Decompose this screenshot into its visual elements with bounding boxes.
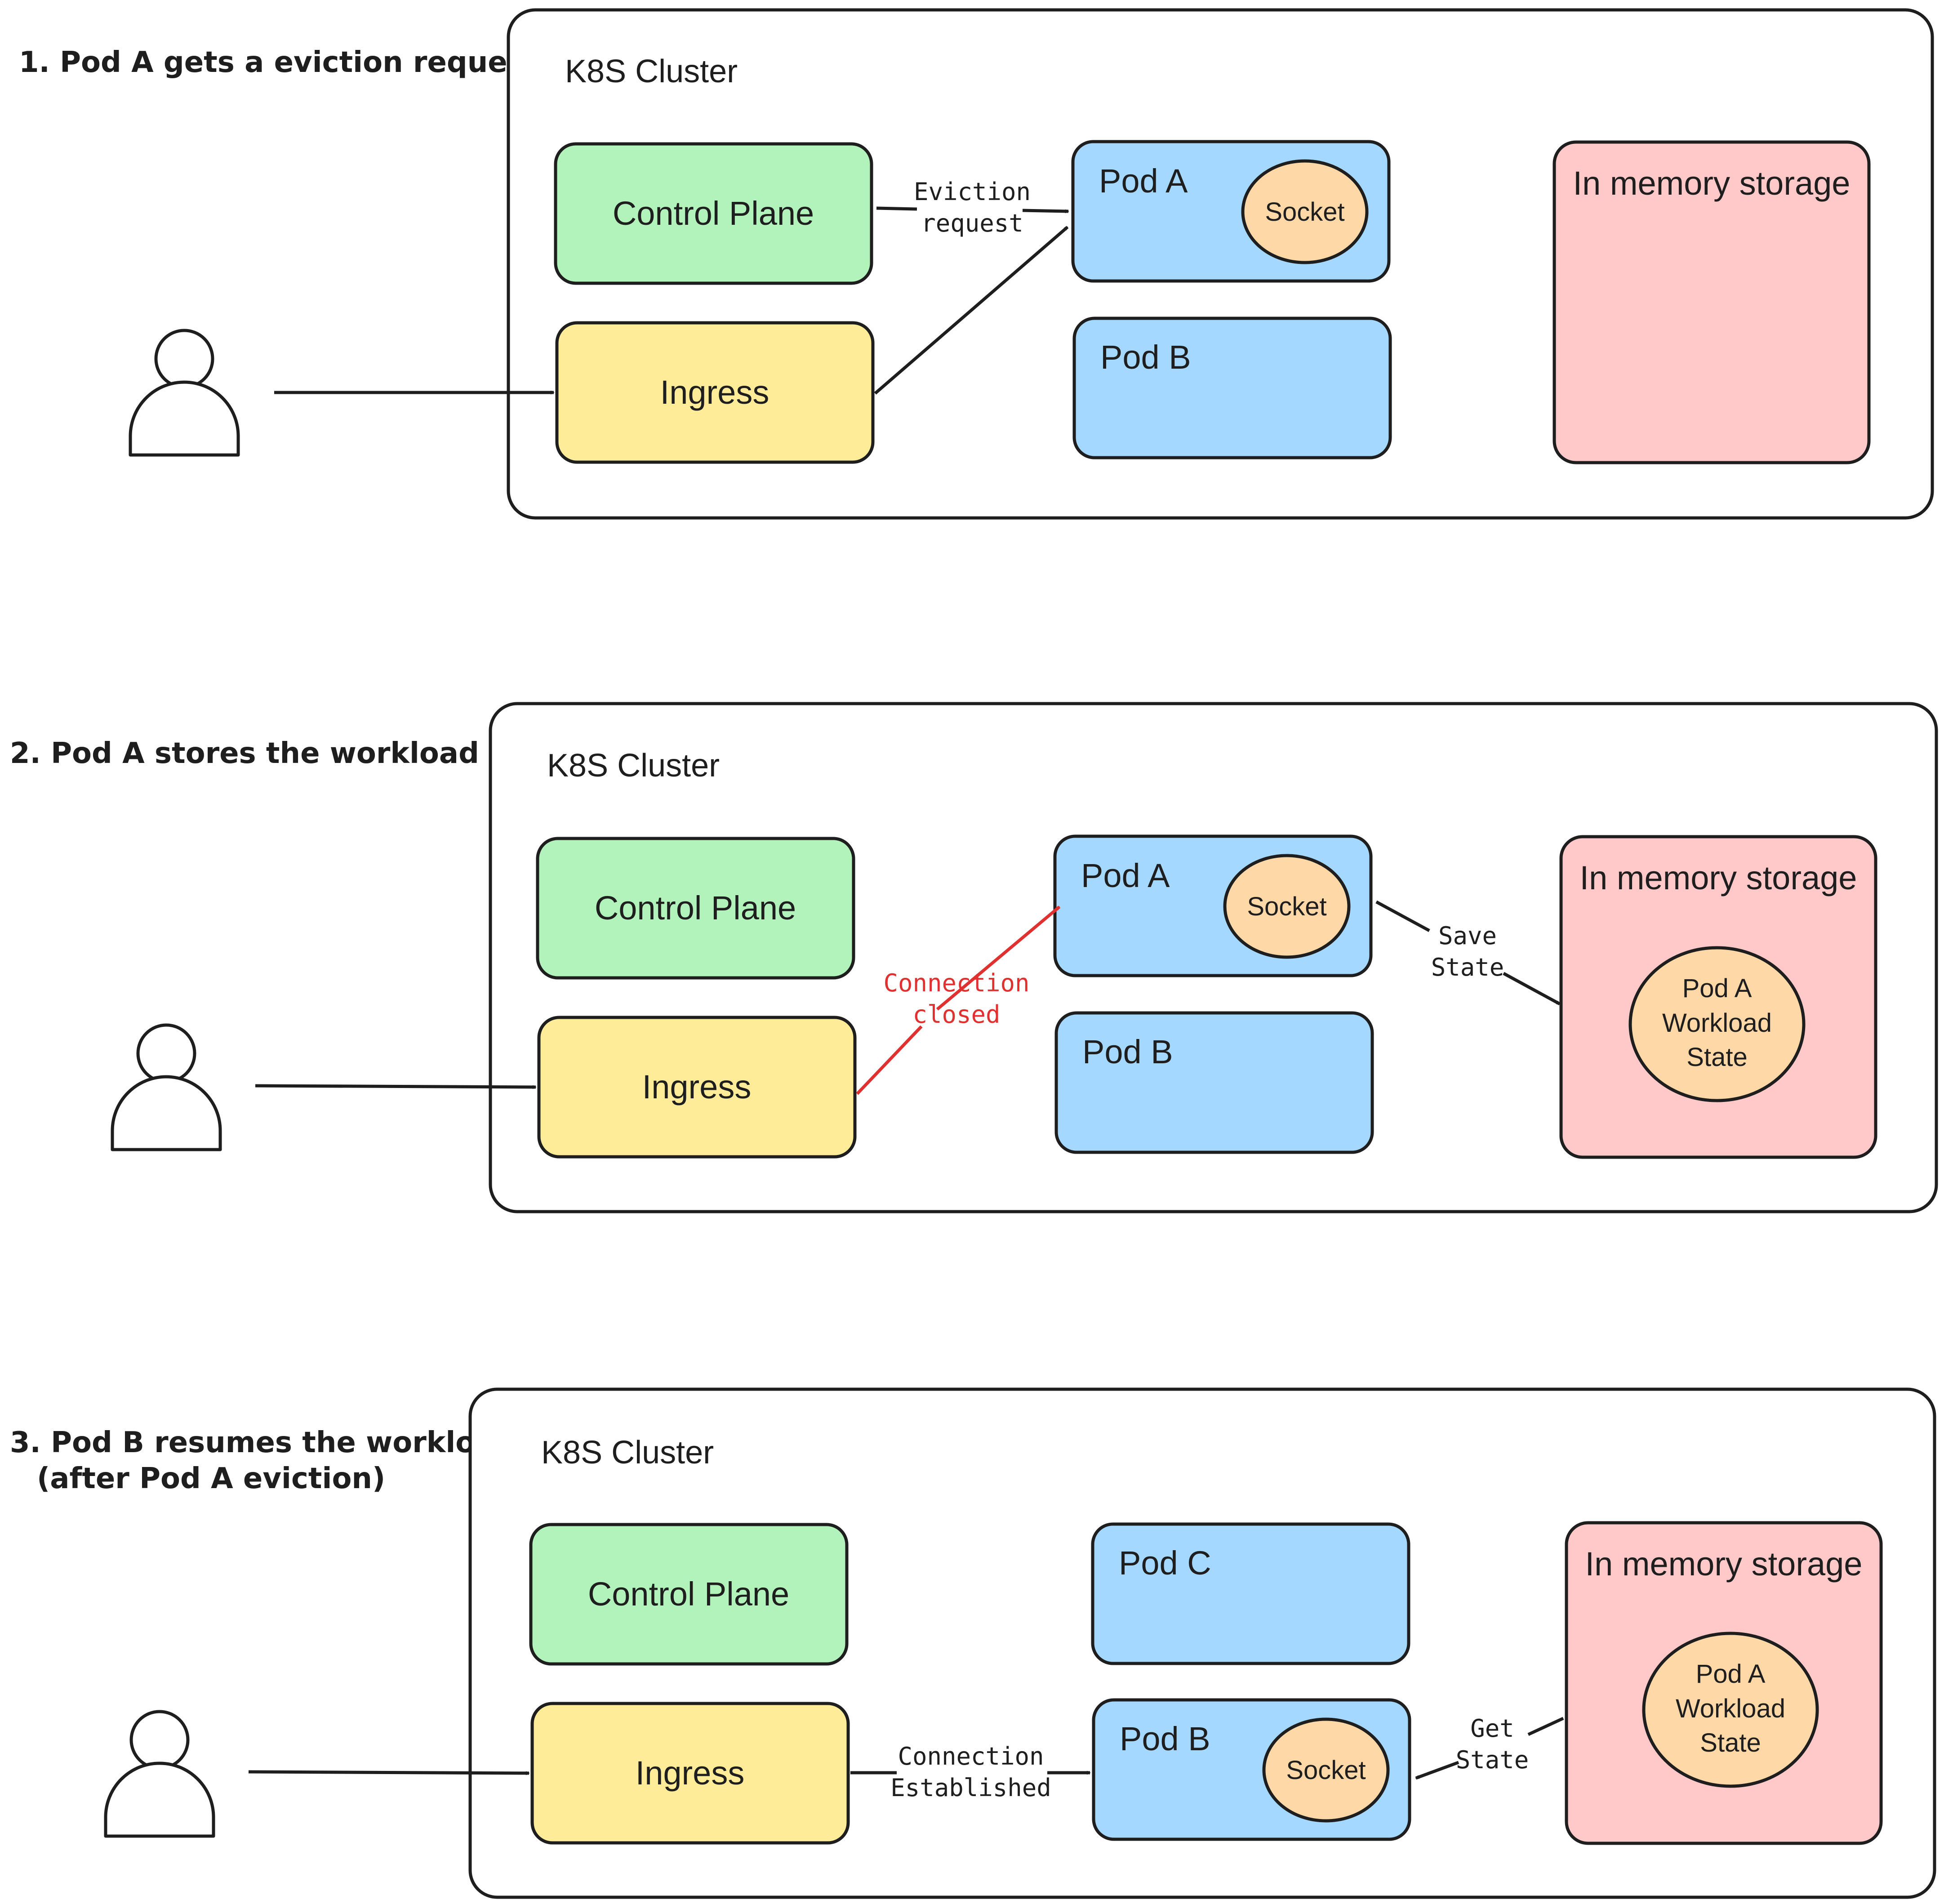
state-line-3: State xyxy=(1686,1043,1747,1072)
socket-label: Socket xyxy=(1247,892,1326,921)
user-icon xyxy=(111,1023,222,1151)
step-1: 1. Pod A gets a eviction request K8S Clu… xyxy=(19,8,1934,520)
step-subtitle: (after Pod A eviction) xyxy=(37,1462,385,1495)
eviction-request-arrow xyxy=(1022,209,1068,211)
ingress-label: Ingress xyxy=(636,1754,745,1792)
ingress-label: Ingress xyxy=(642,1068,752,1106)
storage-label: In memory storage xyxy=(1573,165,1851,202)
control-plane-box: Control Plane xyxy=(529,1523,849,1666)
ingress-label: Ingress xyxy=(660,374,770,411)
storage-label: In memory storage xyxy=(1585,1545,1863,1583)
ingress-to-pod-a-arrow xyxy=(874,226,1069,395)
control-plane-label: Control Plane xyxy=(613,195,814,232)
state-line-2: Workload xyxy=(1676,1694,1785,1723)
in-memory-storage-box: In memory storage xyxy=(1553,140,1871,464)
storage-label: In memory storage xyxy=(1580,859,1857,896)
save-state-arrow xyxy=(1503,972,1560,1006)
get-state-arrow-start xyxy=(1527,1717,1564,1736)
socket-label: Socket xyxy=(1265,197,1344,227)
connection-closed-arrow-start xyxy=(856,1025,923,1095)
step-title: 3. Pod B resumes the workload xyxy=(10,1426,515,1459)
state-line-2: Workload xyxy=(1662,1008,1772,1038)
pod-c-label: Pod C xyxy=(1119,1544,1211,1582)
ingress-box: Ingress xyxy=(537,1016,857,1159)
pod-a-box: Pod A Socket xyxy=(1053,834,1373,977)
cluster-label: K8S Cluster xyxy=(547,748,720,784)
arrow-label-line-2: request xyxy=(921,209,1023,237)
control-plane-box: Control Plane xyxy=(554,142,873,285)
step-2: 2. Pod A stores the workload K8S Cluster… xyxy=(10,702,1938,1213)
get-label-line-2: State xyxy=(1456,1746,1529,1774)
step-title: 2. Pod A stores the workload xyxy=(10,737,479,770)
pod-a-box: Pod A Socket xyxy=(1071,140,1391,283)
control-plane-label: Control Plane xyxy=(588,1575,789,1613)
control-plane-label: Control Plane xyxy=(595,889,796,927)
ingress-box: Ingress xyxy=(555,321,875,464)
control-plane-box: Control Plane xyxy=(536,837,855,980)
ingress-box: Ingress xyxy=(530,1702,850,1845)
step-title: 1. Pod A gets a eviction request xyxy=(19,46,538,79)
arrow-label-line-1: Eviction xyxy=(914,178,1031,206)
pod-b-box: Pod B xyxy=(1072,317,1392,459)
eviction-arrow-start xyxy=(876,206,917,211)
state-line-1: Pod A xyxy=(1696,1659,1766,1689)
pod-c-box: Pod C xyxy=(1091,1522,1410,1665)
user-icon xyxy=(129,329,240,457)
user-icon xyxy=(104,1710,215,1838)
pod-b-label: Pod B xyxy=(1100,339,1191,376)
pod-b-label: Pod B xyxy=(1120,1720,1210,1757)
pod-b-box: Pod B xyxy=(1054,1011,1374,1154)
step-3: 3. Pod B resumes the workload (after Pod… xyxy=(10,1387,1936,1899)
arrow-label-line-1: Connection xyxy=(883,969,1029,997)
cluster-label: K8S Cluster xyxy=(565,54,738,89)
arrow-label-line-2: closed xyxy=(912,1000,1000,1029)
pod-a-label: Pod A xyxy=(1099,162,1188,200)
save-label-line-1: Save xyxy=(1438,922,1497,950)
in-memory-storage-box: In memory storage Pod A Workload State xyxy=(1559,835,1877,1159)
state-line-3: State xyxy=(1700,1728,1761,1757)
state-line-1: Pod A xyxy=(1682,974,1752,1003)
in-memory-storage-box: In memory storage Pod A Workload State xyxy=(1565,1521,1883,1845)
pod-a-label: Pod A xyxy=(1081,857,1170,894)
pod-b-label: Pod B xyxy=(1082,1033,1173,1070)
pod-b-box: Pod B Socket xyxy=(1092,1698,1411,1841)
workload-state-node: Pod A Workload State xyxy=(1642,1632,1819,1788)
save-state-arrow-start xyxy=(1375,900,1430,932)
workload-state-node: Pod A Workload State xyxy=(1628,946,1806,1102)
socket-label: Socket xyxy=(1286,1756,1366,1785)
cluster-label: K8S Cluster xyxy=(541,1435,714,1471)
arrow-label-line-2: Established xyxy=(890,1774,1051,1802)
get-state-arrow xyxy=(1416,1761,1459,1780)
arrow-label-line-1: Connection xyxy=(898,1742,1044,1770)
save-label-line-2: State xyxy=(1431,953,1504,981)
user-to-ingress-arrow xyxy=(255,1084,536,1087)
connection-closed-arrow xyxy=(936,905,1061,1011)
get-label-line-1: Get xyxy=(1470,1714,1514,1743)
user-to-ingress-arrow xyxy=(248,1770,529,1773)
